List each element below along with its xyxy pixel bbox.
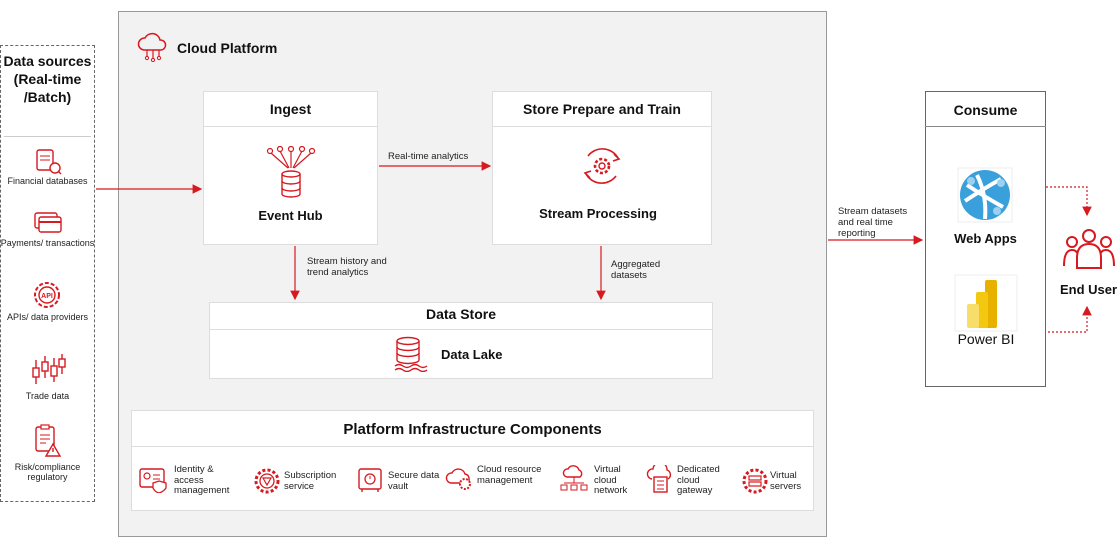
database-doc-icon	[36, 149, 62, 175]
data-store-card	[209, 302, 713, 379]
end-user-label: End User	[1060, 282, 1118, 297]
divider	[209, 329, 713, 330]
event-hub-label: Event Hub	[258, 208, 323, 223]
infrastructure-title: Platform Infrastructure Components	[343, 421, 602, 438]
infra-label-subscription: Subscription service	[284, 470, 337, 492]
label-stream-datasets: Stream datasets and real time reporting	[838, 206, 908, 239]
infra-label-gateway: Dedicated cloud gateway	[677, 464, 720, 496]
subscription-gear-icon	[254, 468, 280, 494]
divider	[492, 126, 712, 127]
id-card-icon	[139, 468, 167, 493]
network-cloud-icon	[560, 465, 588, 491]
server-gear-icon	[742, 468, 768, 494]
data-lake-label: Data Lake	[441, 347, 503, 362]
source-label-apis: APIs/ data providers	[6, 312, 89, 322]
compliance-doc-icon	[35, 424, 62, 457]
data-sources-panel	[0, 45, 95, 502]
cloud-platform-title: Cloud Platform	[177, 40, 278, 56]
data-store-title: Data Store	[425, 306, 497, 322]
store-prepare-title: Store Prepare and Train	[523, 101, 681, 117]
data-lake-icon	[394, 336, 428, 372]
source-label-financial: Financial databases	[7, 176, 88, 186]
infrastructure-card	[131, 410, 814, 511]
infra-label-virtual-network: Virtual cloud network	[594, 464, 628, 496]
consume-title: Consume	[953, 102, 1018, 118]
infra-label-cloud-resource: Cloud resource management	[477, 464, 542, 486]
source-label-payments: Payments/ transactions	[0, 238, 95, 248]
divider	[203, 126, 378, 127]
divider	[131, 446, 814, 447]
web-apps-icon	[957, 167, 1013, 223]
power-bi-icon	[954, 274, 1018, 332]
candlestick-icon	[32, 354, 66, 384]
infra-label-identity: Identity & access management	[174, 464, 230, 496]
arrow-webapps-to-user	[1030, 186, 1092, 217]
svg-text:API: API	[41, 293, 53, 300]
power-bi-label: Power BI	[957, 331, 1015, 347]
cloud-network-icon	[137, 32, 167, 62]
api-gear-icon: API	[34, 282, 60, 308]
infra-label-vault: Secure data vault	[388, 470, 440, 492]
gateway-cloud-icon	[646, 465, 672, 493]
source-label-trade: Trade data	[25, 391, 70, 401]
label-realtime-analytics: Real-time analytics	[388, 151, 469, 162]
credit-card-icon	[34, 212, 62, 233]
event-hub-icon	[266, 146, 316, 198]
label-aggregated: Aggregated datasets	[611, 259, 661, 281]
stream-processing-icon	[583, 148, 621, 184]
label-stream-history: Stream history and trend analytics	[307, 256, 387, 278]
divider	[925, 126, 1046, 127]
web-apps-label: Web Apps	[954, 231, 1017, 246]
infra-label-virtual-servers: Virtual servers	[770, 470, 802, 492]
end-user-icon	[1063, 229, 1115, 269]
stream-processing-label: Stream Processing	[539, 206, 657, 221]
consume-panel	[925, 91, 1046, 387]
data-sources-title: Data sources (Real-time /Batch)	[3, 53, 92, 105]
ingest-title: Ingest	[269, 101, 312, 117]
cloud-gear-icon	[445, 468, 471, 490]
store-prepare-card	[492, 91, 712, 245]
divider	[4, 136, 91, 137]
vault-icon	[358, 468, 382, 492]
source-label-risk: Risk/compliance regulatory	[14, 462, 81, 482]
